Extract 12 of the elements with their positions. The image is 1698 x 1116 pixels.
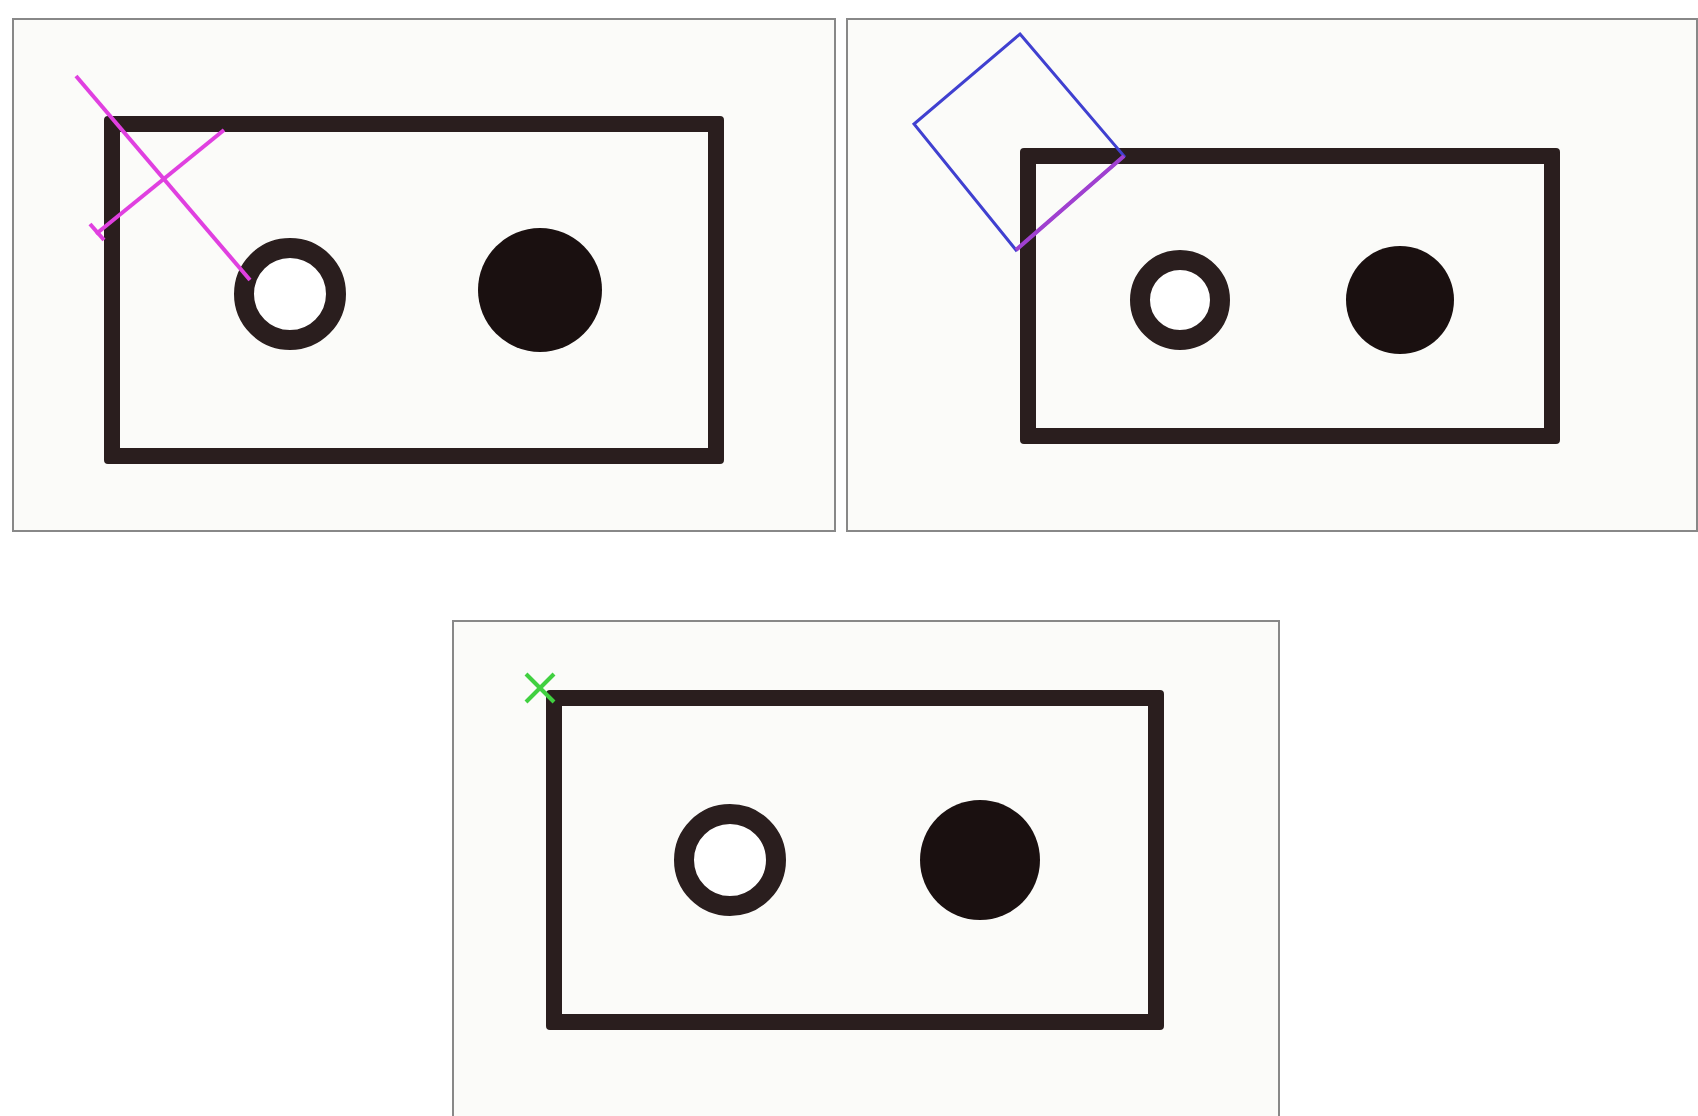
image-panel [12,18,836,532]
dot-marker [920,800,1040,920]
image-panel [452,620,1280,1116]
rectangle-outline [1020,148,1560,444]
ring-marker [674,804,786,916]
dot-marker [478,228,602,352]
rectangle-outline [546,690,1164,1030]
rectangle-outline [104,116,724,464]
image-panel [846,18,1698,532]
ring-marker [1130,250,1230,350]
ring-marker [234,238,346,350]
dot-marker [1346,246,1454,354]
